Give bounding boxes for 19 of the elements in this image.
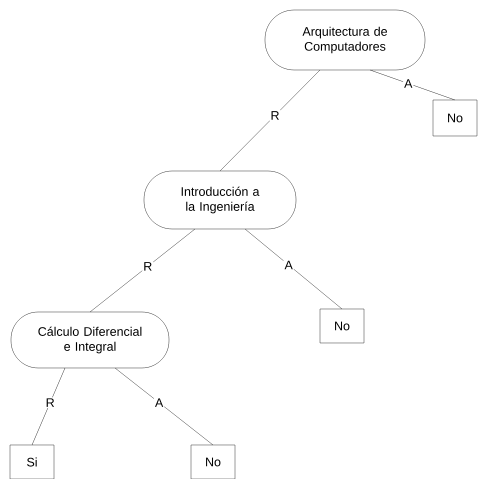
edge-label: R xyxy=(46,398,54,407)
connector xyxy=(114,368,214,446)
edge-label: R xyxy=(272,111,279,120)
rounded-box: Introducción a la Ingeniería xyxy=(144,170,296,230)
answer-box: Si xyxy=(10,444,54,479)
edge-label: A xyxy=(284,260,293,270)
edge-label: R xyxy=(144,262,152,271)
answer-box: No xyxy=(320,308,364,344)
connector xyxy=(220,70,320,172)
connector xyxy=(370,70,456,100)
rounded-box: Cálculo Diferencial e Integral xyxy=(10,312,170,368)
answer-box: No xyxy=(190,444,236,479)
connector xyxy=(90,228,196,312)
edge-label: A xyxy=(154,398,164,407)
connector xyxy=(32,368,66,446)
rounded-box: Arquitectura de Computadores xyxy=(264,10,426,70)
edge-label: A xyxy=(404,79,412,88)
answer-box: No xyxy=(432,100,478,136)
connector xyxy=(244,228,342,310)
